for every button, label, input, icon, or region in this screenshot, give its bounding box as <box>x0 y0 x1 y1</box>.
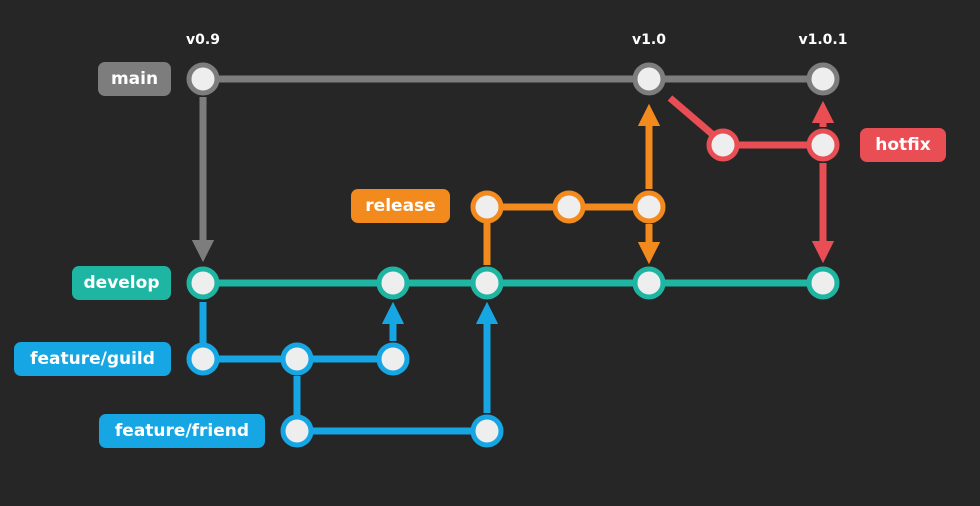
commit-release-1 <box>470 190 504 224</box>
commit-guild-1 <box>186 342 220 376</box>
commit-main-v1-0 <box>632 62 666 96</box>
commit-develop-4 <box>632 266 666 300</box>
branch-label-release: release <box>351 189 450 223</box>
branch-label-feature-guild: feature/guild <box>14 342 171 376</box>
commit-guild-3 <box>376 342 410 376</box>
commit-develop-3 <box>470 266 504 300</box>
commit-friend-2 <box>470 414 504 448</box>
commit-friend-1 <box>280 414 314 448</box>
commit-develop-5 <box>806 266 840 300</box>
tag-v0-9: v0.9 <box>186 32 220 48</box>
branch-label-hotfix: hotfix <box>860 128 946 162</box>
branch-label-feature-friend: feature/friend <box>99 414 265 448</box>
commit-main-v1-0-1 <box>806 62 840 96</box>
commit-main-v0-9 <box>186 62 220 96</box>
commit-develop-2 <box>376 266 410 300</box>
commit-guild-2 <box>280 342 314 376</box>
branch-label-develop: develop <box>72 266 171 300</box>
tag-v1-0-1: v1.0.1 <box>798 32 848 48</box>
commit-hotfix-1 <box>706 128 740 162</box>
main-to-hotfix-connector <box>667 95 715 137</box>
tag-v1-0: v1.0 <box>632 32 666 48</box>
commit-release-3 <box>632 190 666 224</box>
commit-release-2 <box>552 190 586 224</box>
commit-develop-1 <box>186 266 220 300</box>
branch-label-main: main <box>98 62 171 96</box>
commit-hotfix-2 <box>806 128 840 162</box>
